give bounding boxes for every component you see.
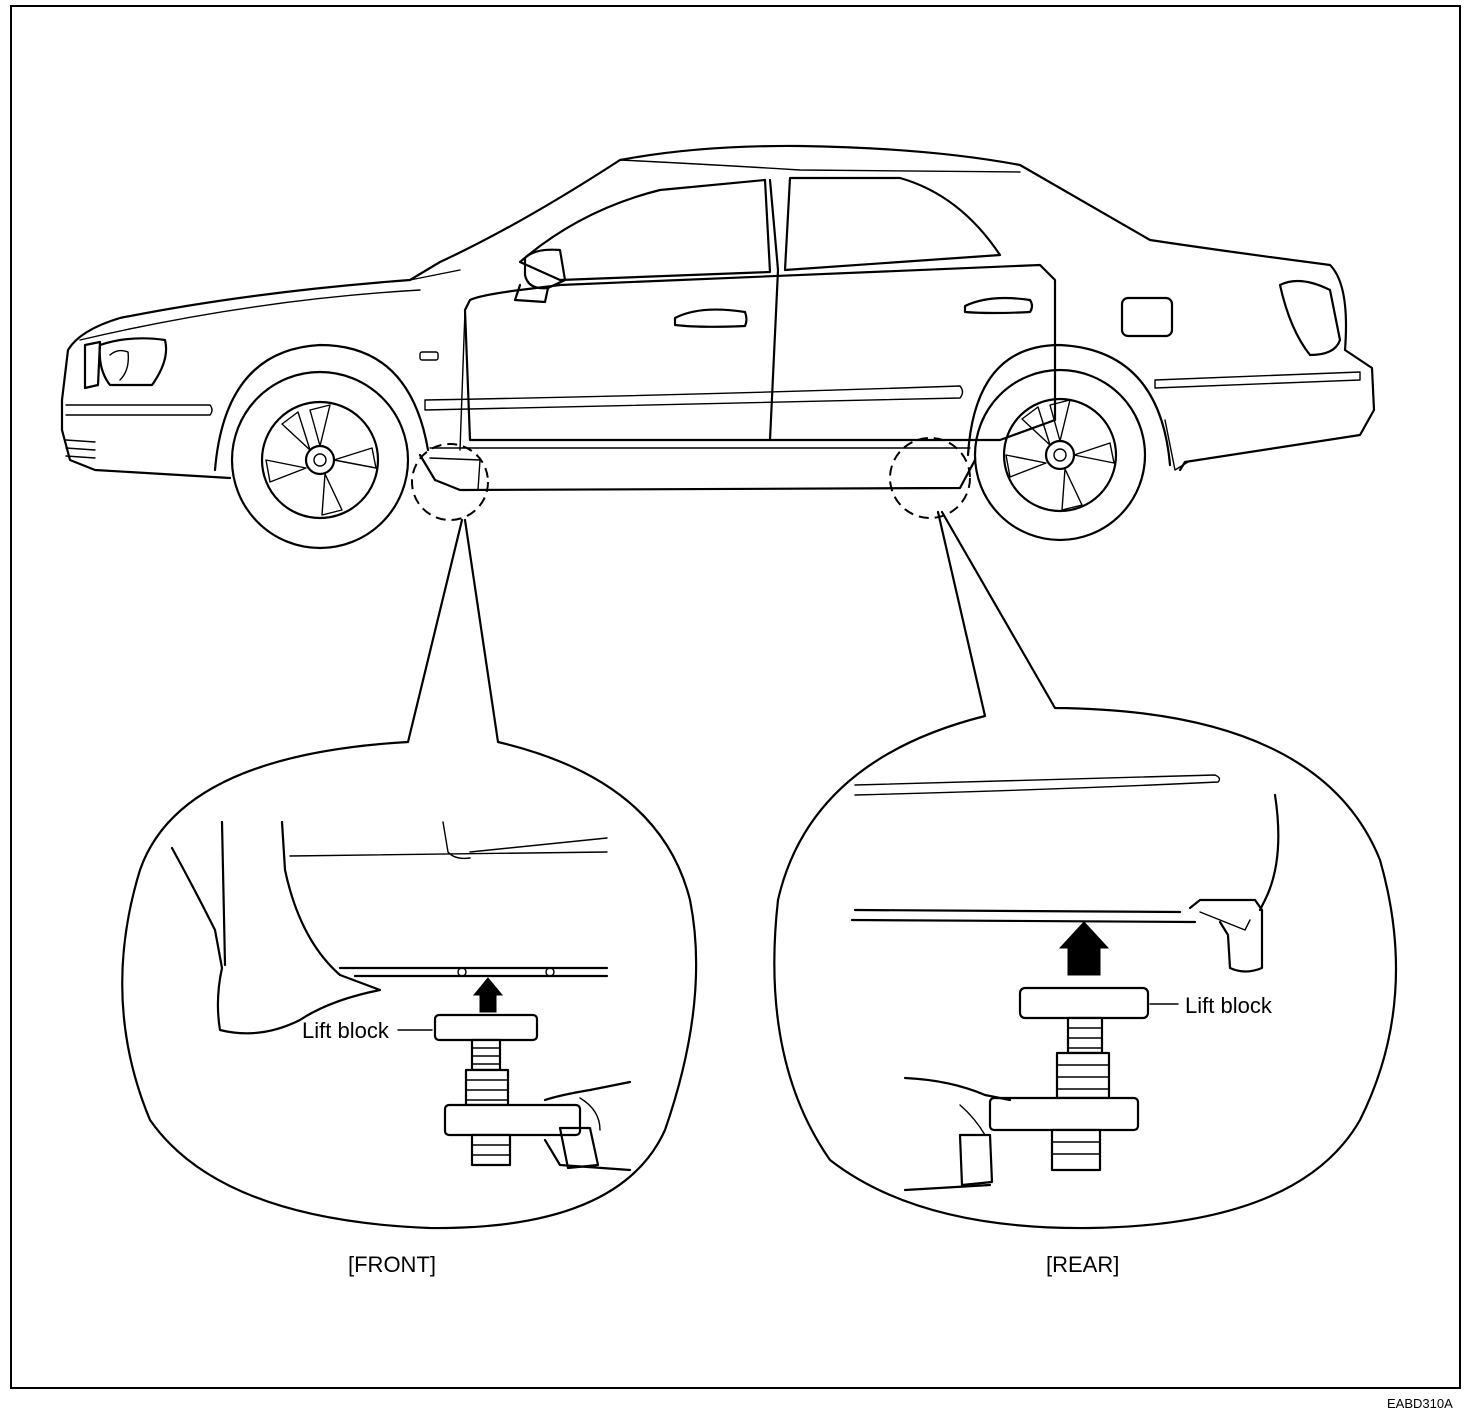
rear-lift-block-label: Lift block xyxy=(1185,993,1272,1018)
car-illustration xyxy=(60,144,1376,550)
front-lift-block-label: Lift block xyxy=(302,1018,389,1043)
figure-frame xyxy=(10,5,1461,1389)
front-view-caption: [FRONT] xyxy=(348,1252,436,1277)
rear-detail-callout xyxy=(773,510,1398,1230)
front-detail-callout xyxy=(121,518,698,1230)
rear-view-caption: [REAR] xyxy=(1046,1252,1120,1277)
figure-code: EABD310A xyxy=(1387,1396,1453,1411)
